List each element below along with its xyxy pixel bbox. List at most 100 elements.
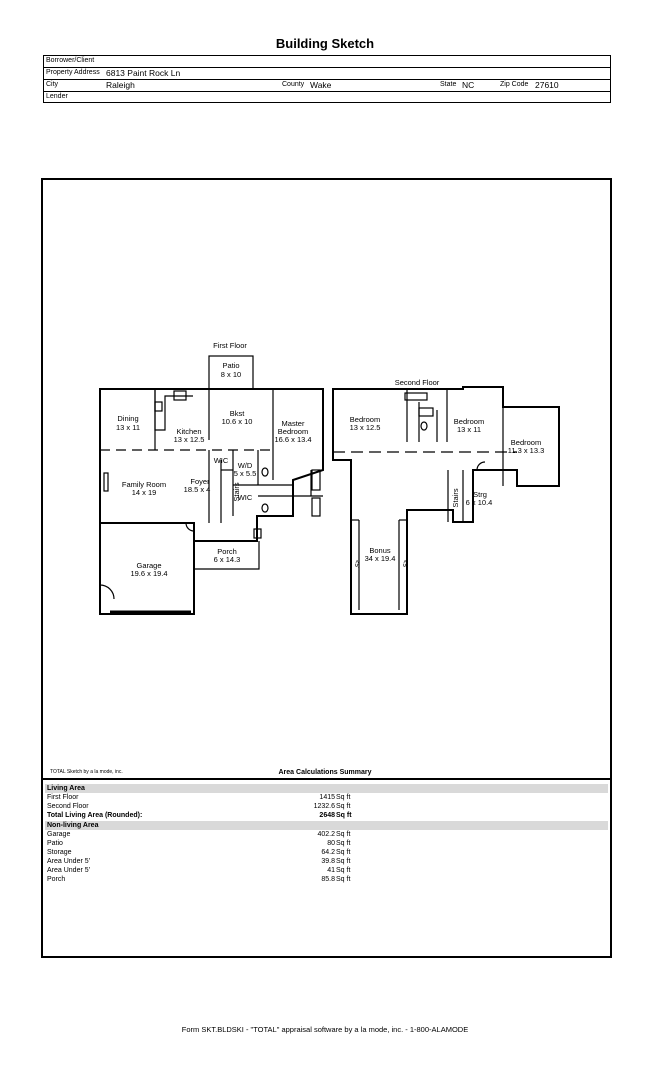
address-row: Property Address 6813 Paint Rock Ln [44,68,610,80]
nonliving-area-header: Non-living Area [45,821,608,830]
room-stairs-1: Stairs [232,482,241,501]
summary-title: Area Calculations Summary [278,769,372,776]
room-wd: W/D [238,461,253,470]
toilet [420,421,428,431]
door-arc [185,522,195,532]
address-value: 6813 Paint Rock Ln [106,68,181,78]
header-table: Borrower/Client Property Address 6813 Pa… [43,55,611,103]
room-bedroom-3: Bedroom [511,438,541,447]
room-foyer: Foyer [190,477,210,486]
room-master: Master [282,419,305,428]
lender-label: Lender [46,93,68,100]
row-unit: Sq ft [336,840,351,847]
row-unit: Sq ft [336,867,351,874]
garage-outline [99,522,195,615]
row-unit: Sq ft [336,858,351,865]
form-footer: Form SKT.BLDSKI - "TOTAL" appraisal soft… [181,1025,469,1034]
second-floor-label: Second Floor [395,378,440,387]
room-patio: Patio [222,361,239,370]
row-unit: Sq ft [336,812,352,819]
row-value: 2648 [319,812,335,819]
room-garage: Garage [136,561,161,570]
summary-row: Storage 64.2 Sq ft [47,848,607,857]
room-porch: Porch [217,547,237,556]
row-value: 402.2 [317,831,335,838]
summary-row: First Floor 1415 Sq ft [47,793,607,802]
room-bkst-dim: 10.6 x 10 [222,417,253,426]
toilet-tank [253,528,262,539]
zip-label: Zip Code [500,81,529,88]
tub [404,392,428,401]
row-unit: Sq ft [336,794,351,801]
room-kitchen: Kitchen [176,427,201,436]
summary-row: Garage 402.2 Sq ft [47,830,607,839]
shower [311,497,321,517]
borrower-label: Borrower/Client [46,57,95,64]
county-value: Wake [310,80,332,90]
row-unit: Sq ft [336,876,351,883]
room-porch-dim: 6 x 14.3 [214,555,241,564]
fireplace [103,472,109,492]
summary-row: Area Under 5' 39.8 Sq ft [47,857,607,866]
summary-row: Second Floor 1232.6 Sq ft [47,802,607,811]
room-bonus-dim: 34 x 19.4 [365,554,396,563]
county-label: County [282,81,305,88]
lender-row: Lender [44,92,610,104]
sink [173,390,187,401]
row-value: 1232.6 [313,803,335,810]
row-label: Storage [47,849,72,856]
city-label: City [46,81,59,88]
room-patio-dim: 8 x 10 [221,370,241,379]
row-label: Total Living Area (Rounded): [47,812,143,819]
room-bedroom-2-dim: 13 x 11 [457,425,481,434]
row-unit: Sq ft [336,803,351,810]
room-family: Family Room [122,480,166,489]
room-dining-dim: 13 x 11 [116,423,140,432]
room-dining: Dining [117,414,138,423]
room-foyer-dim: 18.5 x 4 [184,485,211,494]
door-arc [99,584,115,600]
room-bonus: Bonus [369,546,391,555]
row-value: 39.8 [321,858,335,865]
row-label: Second Floor [47,803,89,810]
under5-right: <5' [401,560,407,568]
toilet [261,467,269,477]
toilet [261,503,269,513]
row-label: Area Under 5' [47,867,90,874]
floor-plan-sketch: First Floor Second Floor Patio 8 x 10 Bk… [99,341,560,615]
row-label: Area Under 5' [47,858,90,865]
sketch-frame: First Floor Second Floor Patio 8 x 10 Bk… [41,178,612,958]
city-value: Raleigh [106,80,135,90]
room-bedroom-2: Bedroom [454,417,484,426]
borrower-row: Borrower/Client [44,56,610,68]
under5-left: <5' [353,560,359,568]
room-bedroom-1: Bedroom [350,415,380,424]
room-bkst: Bkst [230,409,246,418]
second-floor-outline [332,386,560,615]
total-living-row: Total Living Area (Rounded): 2648 Sq ft [47,811,607,820]
room-wd-dim: 5 x 5.5 [234,469,257,478]
row-value: 80 [327,840,335,847]
tub [311,469,321,491]
room-strg: Strg [473,490,487,499]
door-arc [476,461,486,471]
row-unit: Sq ft [336,831,351,838]
summary-row: Area Under 5' 41 Sq ft [47,866,607,875]
page-title: Building Sketch [275,36,375,51]
row-label: First Floor [47,794,79,801]
room-garage-dim: 19.6 x 19.4 [130,569,167,578]
sink [418,407,434,417]
row-value: 64.2 [321,849,335,856]
room-strg-dim: 6 x 10.4 [466,498,493,507]
room-kitchen-dim: 13 x 12.5 [174,435,205,444]
first-floor-outline [99,388,324,542]
first-floor-label: First Floor [213,341,247,350]
row-label: Garage [47,831,71,838]
sketch-credit: TOTAL Sketch by a la mode, inc. [50,769,123,775]
porch-outline [193,541,260,570]
room-master-2: Bedroom [278,427,308,436]
room-bedroom-3-dim: 11.3 x 13.3 [508,446,545,455]
room-wic-2: WIC [238,493,253,502]
row-value: 1415 [319,794,335,801]
living-area-header: Living Area [45,784,608,793]
